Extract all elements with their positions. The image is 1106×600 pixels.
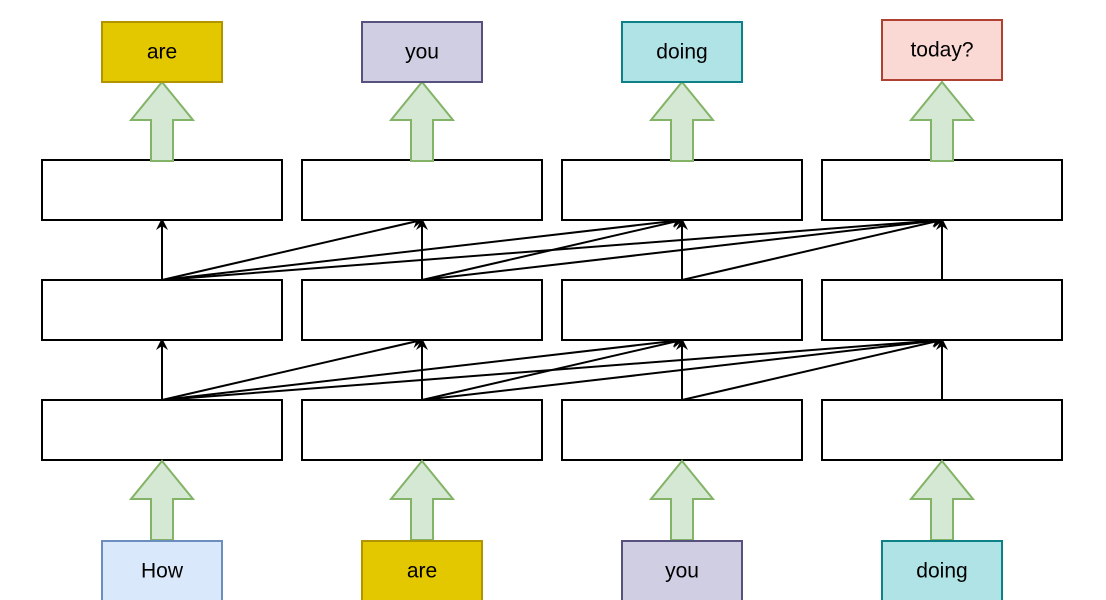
layer-3-box-2 (301, 159, 543, 221)
layer-2-box-1 (41, 279, 283, 341)
input-token-4: doing (881, 540, 1003, 600)
input-arrow-3 (648, 459, 716, 541)
attention-edge-l1-from-2-to-4 (421, 335, 944, 401)
input-token-box (361, 540, 483, 600)
attention-edge-l2-from-3-to-4 (681, 216, 944, 281)
input-token-label: doing (916, 560, 967, 583)
layer-1-box-2 (301, 399, 543, 461)
output-token-box (101, 21, 223, 83)
input-token-label: How (141, 560, 184, 583)
attention-edge-l2-from-2-to-4 (421, 215, 944, 281)
layer-2-box-2 (301, 279, 543, 341)
output-arrow-2 (388, 80, 456, 162)
input-token-2: are (361, 540, 483, 600)
input-token-box (621, 540, 743, 600)
attention-edge-l1-from-1-to-3 (161, 335, 684, 401)
input-arrow-4 (908, 459, 976, 541)
attention-edge-l2-from-1-to-2 (161, 216, 424, 281)
attention-connections (156, 214, 948, 401)
token-boxes: How are you doing are you doing today? (101, 19, 1003, 600)
output-token-3: doing (621, 21, 743, 83)
layer-3-box-4 (821, 159, 1063, 221)
output-arrow-1 (128, 80, 196, 162)
output-token-4: today? (881, 19, 1003, 81)
output-token-box (881, 19, 1003, 81)
hidden-layers (41, 159, 1063, 461)
layer-1-box-3 (561, 399, 803, 461)
layer-2-box-3 (561, 279, 803, 341)
output-token-1: are (101, 21, 223, 83)
attention-edge-l2-from-1-to-3 (161, 215, 684, 281)
layer-1-box-1 (41, 399, 283, 461)
input-arrow-1 (128, 459, 196, 541)
input-token-label: are (407, 560, 437, 583)
layer-2-box-4 (821, 279, 1063, 341)
output-token-label: doing (656, 41, 707, 64)
input-arrow-2 (388, 459, 456, 541)
token-flow-arrows (128, 80, 976, 541)
layer-1-box-4 (821, 399, 1063, 461)
attention-edge-l1-from-1-to-2 (161, 336, 424, 401)
input-token-1: How (101, 540, 223, 600)
output-arrow-4 (908, 80, 976, 162)
layer-3-box-1 (41, 159, 283, 221)
output-token-label: today? (910, 39, 973, 62)
attention-edge-l2-from-1-to-4 (161, 214, 944, 281)
output-token-label: are (147, 41, 177, 64)
input-token-label: you (665, 560, 699, 583)
input-token-box (881, 540, 1003, 600)
attention-edge-l1-from-3-to-4 (681, 336, 944, 401)
output-token-box (621, 21, 743, 83)
attention-edge-l1-from-1-to-4 (161, 334, 944, 401)
input-token-3: you (621, 540, 743, 600)
layer-3-box-3 (561, 159, 803, 221)
input-token-box (101, 540, 223, 600)
output-arrow-3 (648, 80, 716, 162)
output-token-box (361, 21, 483, 83)
output-token-label: you (405, 41, 439, 64)
output-token-2: you (361, 21, 483, 83)
